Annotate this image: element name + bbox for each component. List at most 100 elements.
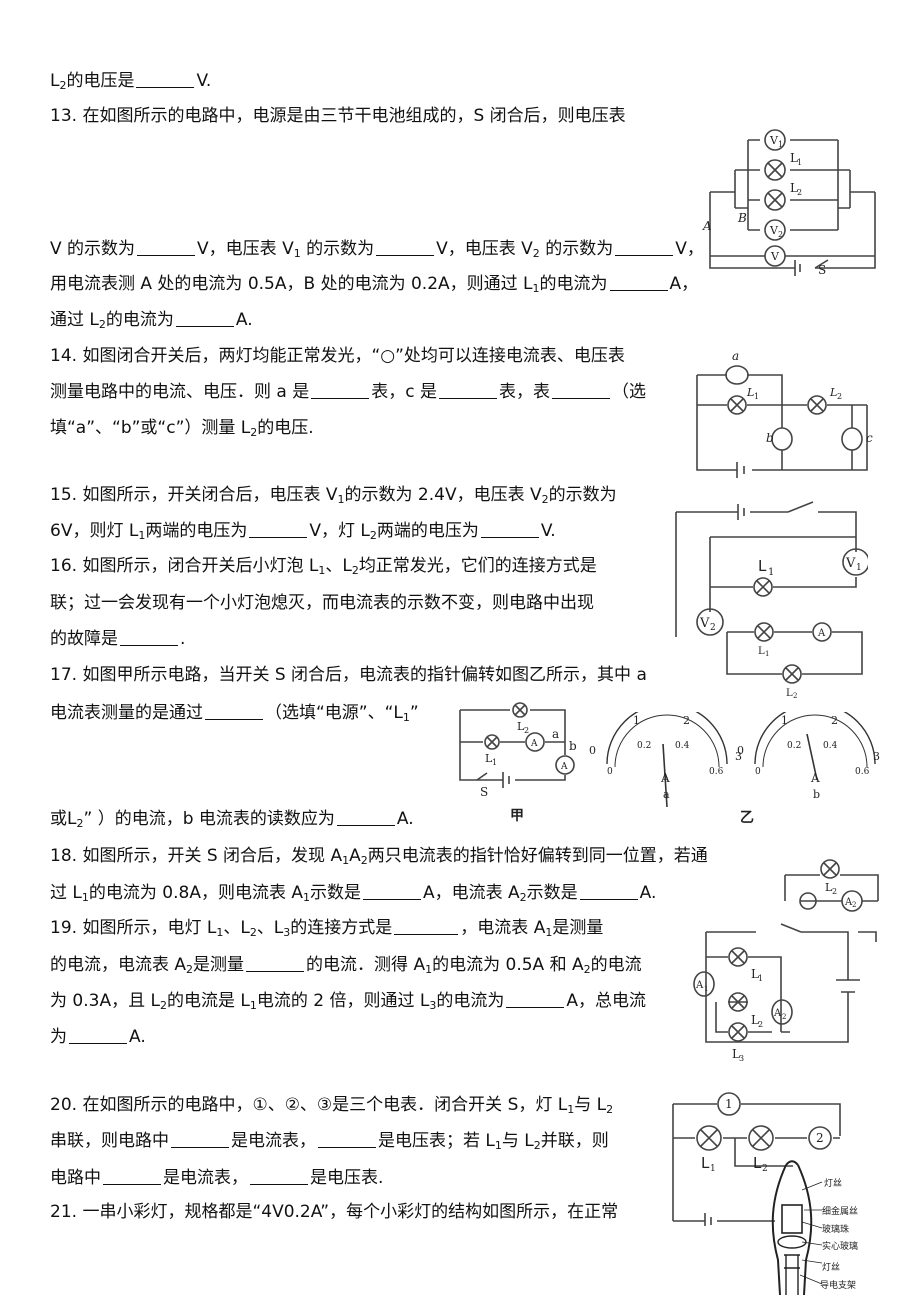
q16-line2: 联；过一会发现有一个小灯泡熄灭，而电流表的示数不变，则电路中出现 (50, 593, 594, 613)
answer-blank[interactable] (609, 274, 668, 291)
lamp-l1 (696, 1125, 722, 1151)
q21-line1: 21. 一串小彩灯，规格都是“4V0.2A”，每个小彩灯的结构如图所示，在正常 (50, 1202, 619, 1222)
answer-blank[interactable] (175, 310, 234, 327)
svg-text:L: L (751, 1013, 759, 1027)
svg-text:V: V (769, 224, 779, 237)
svg-text:玻璃珠: 玻璃珠 (822, 1223, 849, 1235)
svg-text:A: A (660, 771, 670, 785)
q13-line1: 13. 在如图所示的电路中，电源是由三节干电池组成的，S 闭合后，则电压表 (50, 106, 626, 126)
answer-blank[interactable] (362, 883, 421, 900)
svg-text:实心玻璃: 实心玻璃 (822, 1240, 858, 1252)
svg-text:乙: 乙 (740, 810, 754, 826)
lamp-l2 (764, 189, 786, 211)
svg-text:L: L (758, 646, 765, 657)
svg-text:L: L (790, 181, 798, 195)
svg-text:0: 0 (607, 767, 613, 777)
answer-blank[interactable] (552, 382, 610, 399)
svg-text:L: L (732, 1047, 740, 1061)
answer-blank[interactable] (103, 1168, 161, 1185)
svg-text:细金属丝: 细金属丝 (822, 1205, 858, 1217)
answer-blank[interactable] (506, 991, 565, 1008)
answer-blank[interactable] (311, 382, 370, 399)
svg-text:L: L (829, 386, 837, 399)
voltmeter-v1 (764, 129, 786, 151)
svg-text:灯丝: 灯丝 (822, 1261, 840, 1273)
lamp-l2 (512, 702, 528, 718)
answer-blank[interactable] (615, 239, 674, 256)
answer-blank[interactable] (136, 71, 195, 88)
lamp-l1 (728, 947, 748, 967)
answer-blank[interactable] (394, 918, 459, 935)
answer-blank[interactable] (171, 1131, 229, 1148)
answer-blank[interactable] (120, 629, 178, 646)
answer-blank[interactable] (439, 382, 497, 399)
answer-blank[interactable] (246, 955, 305, 972)
answer-blank[interactable] (318, 1131, 376, 1148)
svg-text:甲: 甲 (510, 808, 524, 824)
answer-blank[interactable] (249, 521, 308, 538)
lamp (799, 892, 817, 910)
svg-text:L: L (825, 881, 833, 894)
glass-bead (777, 1235, 807, 1249)
svg-text:c: c (866, 431, 873, 445)
svg-text:1: 1 (710, 1164, 716, 1174)
svg-text:灯丝: 灯丝 (824, 1177, 842, 1189)
svg-text:2: 2 (837, 392, 842, 401)
meter-b-dial: 0 1 2 3 0 0.2 0.4 0.6 A b (737, 712, 880, 801)
svg-text:3: 3 (735, 750, 742, 763)
svg-text:2: 2 (782, 1013, 786, 1021)
svg-text:0: 0 (589, 744, 596, 757)
svg-text:S: S (818, 263, 826, 277)
svg-text:2: 2 (793, 692, 797, 698)
svg-text:0: 0 (755, 767, 761, 777)
answer-blank[interactable] (336, 809, 395, 826)
svg-text:2: 2 (831, 714, 838, 727)
answer-blank[interactable] (250, 1168, 308, 1185)
svg-text:L: L (753, 1154, 762, 1172)
svg-text:V: V (770, 250, 780, 263)
q14-line3: 填“a”、“b”或“c”）测量 L2的电压. (50, 418, 314, 439)
svg-text:0.2: 0.2 (787, 741, 801, 751)
lamp-l2 (782, 664, 802, 684)
svg-text:2: 2 (758, 1020, 763, 1029)
svg-text:2: 2 (797, 188, 802, 197)
answer-blank[interactable] (137, 239, 196, 256)
q13-line3: 用电流表测 A 处的电流为 0.5A，B 处的电流为 0.2A，则通过 L1的电… (50, 274, 699, 295)
svg-text:0.4: 0.4 (675, 741, 690, 751)
answer-blank[interactable] (376, 239, 435, 256)
svg-text:L: L (746, 386, 754, 399)
q20-line2: 串联，则电路中是电流表，是电压表；若 L1与 L2并联，则 (50, 1131, 609, 1152)
svg-text:B: B (737, 211, 747, 225)
svg-text:1: 1 (704, 985, 708, 993)
svg-text:2: 2 (852, 901, 856, 909)
answer-blank[interactable] (480, 521, 539, 538)
svg-text:1: 1 (797, 158, 802, 167)
svg-text:2: 2 (762, 1164, 768, 1174)
answer-blank[interactable] (579, 883, 638, 900)
figure-21-bulb-structure: 灯丝 细金属丝 玻璃珠 实心玻璃 灯丝 导电支架 (771, 1160, 858, 1296)
svg-text:2: 2 (710, 623, 716, 633)
svg-text:a: a (732, 350, 739, 363)
svg-text:导电支架: 导电支架 (820, 1279, 856, 1291)
answer-blank[interactable] (205, 703, 263, 720)
ammeter-a (525, 732, 545, 752)
svg-text:1: 1 (856, 563, 862, 573)
svg-text:A: A (530, 739, 538, 749)
svg-text:A: A (702, 219, 712, 233)
svg-text:A: A (817, 628, 826, 639)
svg-text:a: a (552, 727, 559, 741)
lamp-l2 (807, 395, 827, 415)
lamp-l2 (728, 992, 748, 1012)
svg-text:L: L (786, 688, 793, 698)
svg-text:L: L (517, 720, 525, 733)
q17-line1: 17. 如图甲所示电路，当开关 S 闭合后，电流表的指针偏转如图乙所示，其中 a (50, 665, 647, 685)
svg-text:0.2: 0.2 (637, 741, 651, 751)
answer-blank[interactable] (69, 1027, 127, 1044)
meter-2 (808, 1126, 832, 1150)
